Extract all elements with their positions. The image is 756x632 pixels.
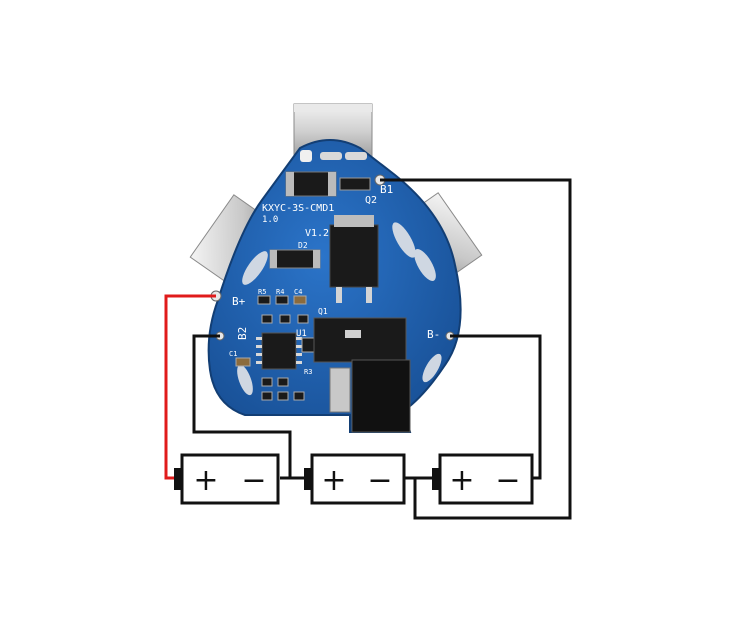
cell-plus-symbol: + [449, 463, 474, 498]
cell-minus-symbol: − [495, 463, 520, 498]
smd-resistor [339, 177, 371, 191]
label-u1: U1 [296, 329, 307, 339]
solder-slot [242, 251, 268, 285]
battery-terminal [174, 468, 182, 490]
label-q1: Q1 [318, 307, 328, 316]
solder-slot [237, 364, 253, 396]
smd-part [293, 391, 305, 401]
smd-part [261, 314, 273, 324]
label-c4: C4 [294, 288, 302, 296]
mosfet-pin [336, 287, 342, 303]
label-c1: C1 [229, 350, 237, 358]
solder-slot [345, 152, 367, 160]
board-model-label: KXYC-3S-CMD1 [262, 203, 334, 214]
board-version-a: 1.0 [262, 215, 278, 225]
smd-part [261, 377, 273, 387]
cell-minus-symbol: − [241, 463, 266, 498]
diode-lead [313, 250, 320, 268]
diode-d2 [269, 249, 321, 269]
cell-plus-symbol: + [321, 463, 346, 498]
label-r3: R3 [304, 368, 312, 376]
resistor-r5 [257, 295, 271, 305]
smd-part [261, 391, 273, 401]
board-version-b: V1.2 [305, 228, 329, 239]
pad-label-bminus: B- [427, 328, 440, 341]
ic-u1 [261, 332, 297, 370]
cell-minus-symbol: − [367, 463, 392, 498]
mosfet-q2 [329, 224, 379, 288]
battery-terminal [432, 468, 440, 490]
pad-label-b2: B2 [236, 327, 249, 340]
smd-part [279, 314, 291, 324]
label-q2: Q2 [365, 195, 377, 206]
smd-part [297, 314, 309, 324]
solder-slot [422, 353, 442, 383]
label-r4: R4 [276, 288, 284, 296]
label-d2: D2 [298, 241, 308, 250]
wire-b1 [380, 178, 572, 520]
diode-lead [328, 172, 336, 196]
diode-lead [270, 250, 277, 268]
battery-cell-3: + − [432, 453, 534, 505]
solder-pad [300, 150, 312, 162]
wire-bplus [164, 294, 216, 480]
pad-label-bplus: B+ [232, 295, 246, 308]
capacitor-c4 [293, 295, 307, 305]
ic-pins [256, 337, 302, 364]
mosfet-q1 [313, 317, 407, 363]
resistor-r4 [275, 295, 289, 305]
capacitor-c1 [235, 357, 251, 367]
label-r5: R5 [258, 288, 266, 296]
wire-bminus [450, 334, 542, 480]
wire-b2 [192, 334, 292, 478]
smd-part [345, 330, 361, 338]
mosfet-large [351, 359, 411, 433]
pad-label-b1: B1 [380, 183, 393, 196]
mosfet-tab [334, 215, 374, 227]
diode-lead [286, 172, 294, 196]
cell-plus-symbol: + [193, 463, 218, 498]
solder-slot [414, 249, 436, 281]
smd-part [277, 391, 289, 401]
solder-slot [320, 152, 342, 160]
battery-cell-1: + − [174, 453, 280, 505]
solder-slot [392, 222, 416, 258]
smd-part [277, 377, 289, 387]
battery-terminal [304, 468, 312, 490]
battery-cell-2: + − [304, 453, 406, 505]
mosfet-pin [366, 287, 372, 303]
mosfet-tab [329, 367, 351, 413]
